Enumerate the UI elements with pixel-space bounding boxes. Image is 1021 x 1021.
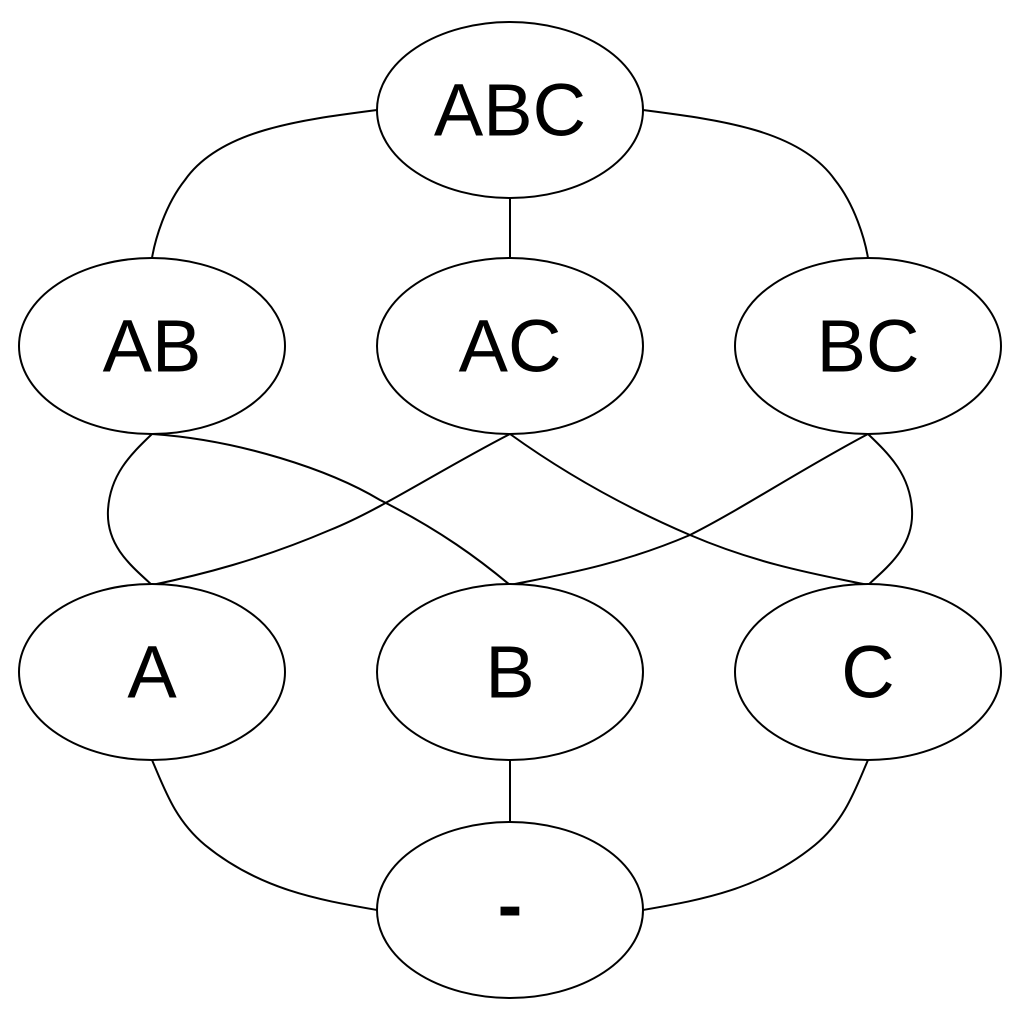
edge-ab-b [151, 433, 511, 586]
node-a-ellipse [18, 583, 286, 761]
node-abc-ellipse [376, 21, 644, 199]
node-ac: AC [376, 257, 644, 435]
edge-bc-b [509, 433, 869, 586]
node-ab: AB [18, 257, 286, 435]
node-b-label: B [485, 631, 534, 714]
edge-ac-a [151, 433, 511, 586]
node-ac-ellipse [376, 257, 644, 435]
node-empty-label: - [498, 864, 523, 947]
edge-abc-ab [151, 109, 378, 259]
node-a-label: A [127, 631, 177, 714]
node-c-ellipse [734, 583, 1002, 761]
node-abc: ABC [376, 21, 644, 199]
edge-abc-bc [642, 109, 869, 259]
node-c: C [734, 583, 1002, 761]
node-empty-ellipse [376, 821, 644, 999]
node-empty: - [376, 821, 644, 999]
node-abc-label: ABC [434, 69, 586, 152]
edge-ac-c [509, 433, 869, 586]
node-ab-label: AB [103, 305, 202, 388]
node-bc: BC [734, 257, 1002, 435]
edge-ab-a [106, 433, 153, 586]
node-ac-label: AC [459, 305, 562, 388]
node-bc-ellipse [734, 257, 1002, 435]
node-bc-label: BC [817, 305, 920, 388]
edge-bc-c [867, 433, 914, 586]
node-b: B [376, 583, 644, 761]
node-ab-ellipse [18, 257, 286, 435]
node-a: A [18, 583, 286, 761]
node-c-label: C [841, 631, 894, 714]
edges [106, 109, 914, 911]
edge-a-empty [151, 759, 378, 911]
node-b-ellipse [376, 583, 644, 761]
edge-c-empty [642, 759, 869, 911]
